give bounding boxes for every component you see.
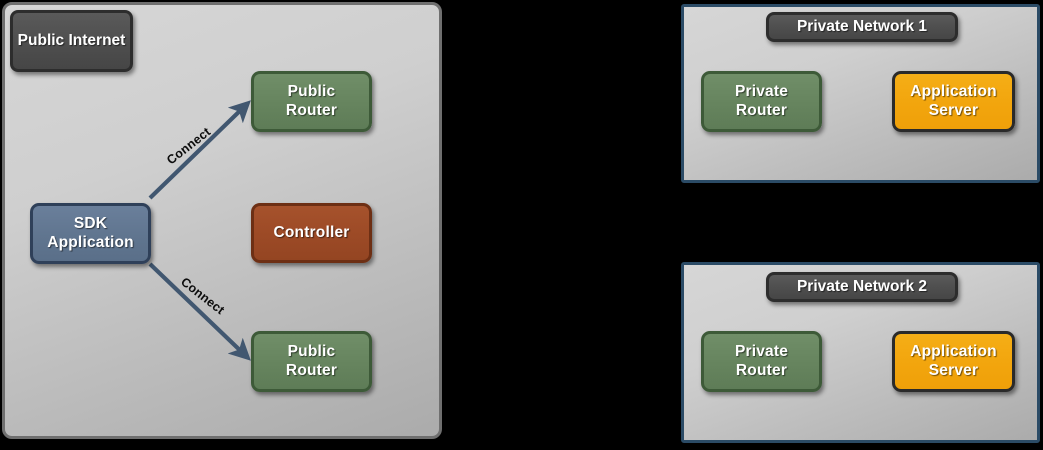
region-badge-private-network-1-label: Private Network 1 <box>796 18 928 35</box>
node-public-router-bottom-label: Public Router <box>285 343 338 379</box>
node-controller-label: Controller <box>273 223 350 241</box>
node-application-server-1[interactable]: Application Server <box>892 71 1015 132</box>
node-private-router-1-label: Private Router <box>734 83 789 119</box>
region-badge-public-internet-label: Public Internet <box>17 32 126 49</box>
node-sdk-application-label: SDK Application <box>47 215 134 251</box>
node-private-router-1[interactable]: Private Router <box>701 71 822 132</box>
node-application-server-2[interactable]: Application Server <box>892 331 1015 392</box>
node-private-router-2[interactable]: Private Router <box>701 331 822 392</box>
node-private-router-2-label: Private Router <box>734 343 789 379</box>
region-badge-private-network-2: Private Network 2 <box>766 272 958 302</box>
region-badge-private-network-2-label: Private Network 2 <box>796 278 928 295</box>
node-application-server-2-label: Application Server <box>910 343 997 379</box>
node-public-router-top[interactable]: Public Router <box>251 71 372 132</box>
node-public-router-top-label: Public Router <box>285 83 338 119</box>
node-controller[interactable]: Controller <box>251 203 372 263</box>
node-public-router-bottom[interactable]: Public Router <box>251 331 372 392</box>
region-badge-private-network-1: Private Network 1 <box>766 12 958 42</box>
node-application-server-1-label: Application Server <box>910 83 997 119</box>
region-badge-public-internet: Public Internet <box>10 10 133 72</box>
node-sdk-application[interactable]: SDK Application <box>30 203 151 264</box>
